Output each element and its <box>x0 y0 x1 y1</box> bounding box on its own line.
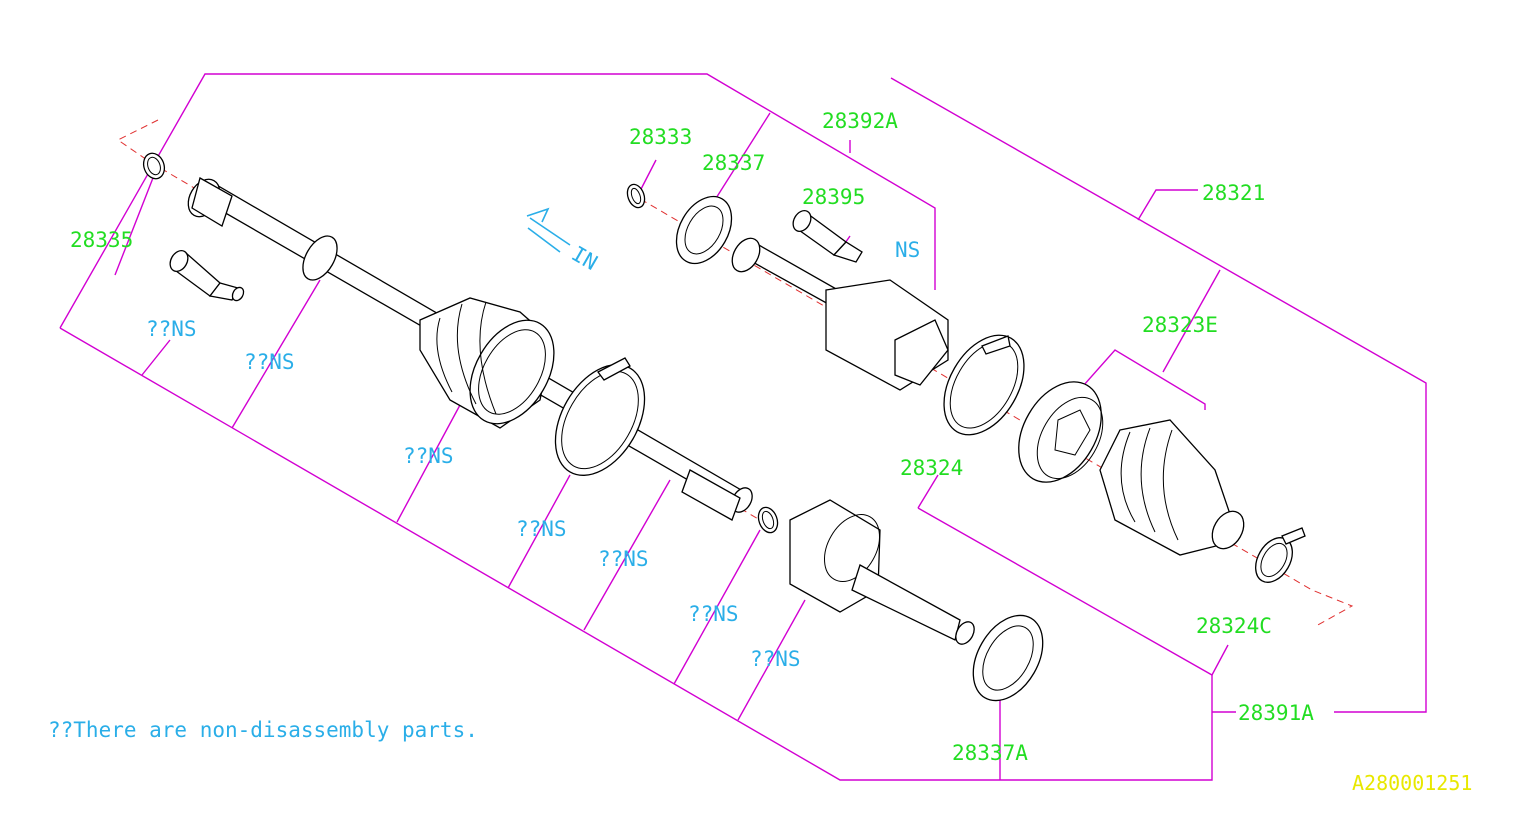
ns-label-7: ??NS <box>750 647 801 671</box>
part-number-28321: 28321 <box>1202 181 1265 205</box>
part-number-28395: 28395 <box>802 185 865 209</box>
ns-label-6: ??NS <box>688 602 739 626</box>
ns-label-1: ??NS <box>146 317 197 341</box>
ns-label-top: NS <box>895 238 920 262</box>
band-middle-icon <box>554 357 646 476</box>
outboard-joint-housing-icon <box>789 499 975 645</box>
washer-28337-icon <box>675 195 733 265</box>
part-number-28323E: 28323E <box>1142 313 1218 337</box>
band-28324-icon <box>943 334 1025 436</box>
in-direction-arrow-icon <box>526 207 571 253</box>
grease-tube-upper-icon <box>792 210 863 263</box>
part-number-28324C: 28324C <box>1196 614 1272 638</box>
assembly-axes <box>117 119 1354 627</box>
ns-label-2: ??NS <box>244 350 295 374</box>
band-28324C-icon <box>1255 527 1306 583</box>
snap-ring-center-icon <box>757 506 779 534</box>
part-number-28337A: 28337A <box>952 741 1028 765</box>
inboard-boot-icon <box>1099 419 1245 556</box>
ns-label-4: ??NS <box>516 517 567 541</box>
labels: 28333 28337 28392A 28395 28321 28335 283… <box>48 109 1472 795</box>
part-number-28391A: 28391A <box>1238 701 1314 725</box>
part-number-28335: 28335 <box>70 228 133 252</box>
snap-ring-28333-icon <box>626 183 646 209</box>
ns-label-5: ??NS <box>598 547 649 571</box>
in-direction-label: IN <box>568 242 602 275</box>
grease-tube-left-icon <box>169 250 245 302</box>
outboard-boot-icon <box>419 297 555 429</box>
ns-label-3: ??NS <box>403 444 454 468</box>
part-number-28337: 28337 <box>702 151 765 175</box>
washer-28337A-icon <box>972 614 1044 702</box>
diagram-id: A280001251 <box>1352 771 1472 795</box>
non-disassembly-note: ??There are non-disassembly parts. <box>48 718 478 742</box>
part-number-28324: 28324 <box>900 456 963 480</box>
part-number-28392A: 28392A <box>822 109 898 133</box>
snap-ring-28335-icon <box>142 152 166 180</box>
inboard-joint-housing-icon <box>731 237 949 391</box>
tripod-spider-icon <box>1018 381 1104 483</box>
part-number-28333: 28333 <box>629 125 692 149</box>
leader-lines <box>59 73 1427 781</box>
